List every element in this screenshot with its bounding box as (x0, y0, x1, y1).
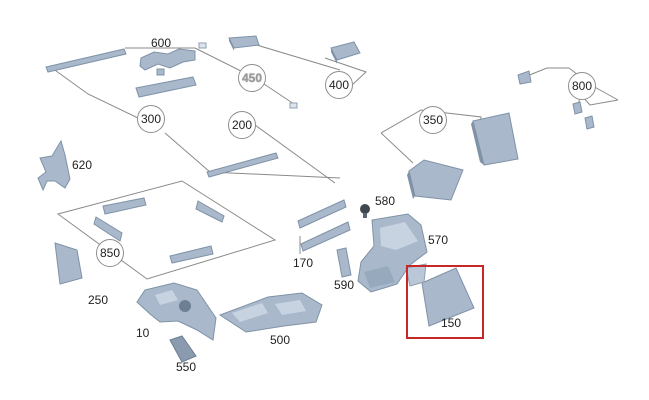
part-200-strip (206, 152, 279, 178)
part-590-strip (336, 247, 352, 278)
part-300-strip (45, 48, 127, 73)
part-150-panel (405, 263, 475, 327)
callout-200[interactable]: 200 (228, 111, 256, 139)
callout-150[interactable]: 150 (441, 316, 462, 330)
callout-800[interactable]: 800 (568, 72, 596, 100)
part-400-block-top (228, 35, 260, 51)
part-620-bracket (37, 139, 71, 192)
callout-620[interactable]: 620 (72, 158, 93, 172)
callout-250[interactable]: 250 (88, 293, 109, 307)
part-10-bracket (136, 282, 217, 341)
part-570-shield (357, 213, 428, 293)
selection-highlight (406, 265, 484, 339)
part-580-grommet (360, 204, 370, 218)
part-350-block-small (407, 159, 464, 201)
callout-500[interactable]: 500 (270, 333, 291, 347)
callout-580[interactable]: 580 (375, 194, 396, 208)
callout-600[interactable]: 600 (151, 36, 172, 50)
part-170-strips (297, 199, 351, 252)
callout-850[interactable]: 850 (96, 239, 124, 267)
part-250-panel (54, 242, 83, 285)
part-350-block-large (471, 112, 519, 166)
callout-300[interactable]: 300 (137, 105, 165, 133)
part-850-pads (93, 197, 225, 264)
callout-590[interactable]: 590 (334, 278, 355, 292)
callout-570[interactable]: 570 (428, 233, 449, 247)
part-400-block (330, 41, 361, 64)
part-300-bar (135, 76, 197, 98)
part-550-clip (169, 335, 197, 363)
part-800-pads (517, 70, 595, 130)
callout-450[interactable]: 450 (238, 64, 266, 92)
part-450-clips (198, 42, 298, 109)
callout-170[interactable]: 170 (293, 256, 314, 270)
part-600-bracket (139, 48, 196, 76)
callout-400[interactable]: 400 (325, 71, 353, 99)
part-500-shield (218, 292, 323, 333)
callout-550[interactable]: 550 (176, 360, 197, 374)
callout-10[interactable]: 10 (136, 326, 150, 340)
callout-350[interactable]: 350 (419, 106, 447, 134)
